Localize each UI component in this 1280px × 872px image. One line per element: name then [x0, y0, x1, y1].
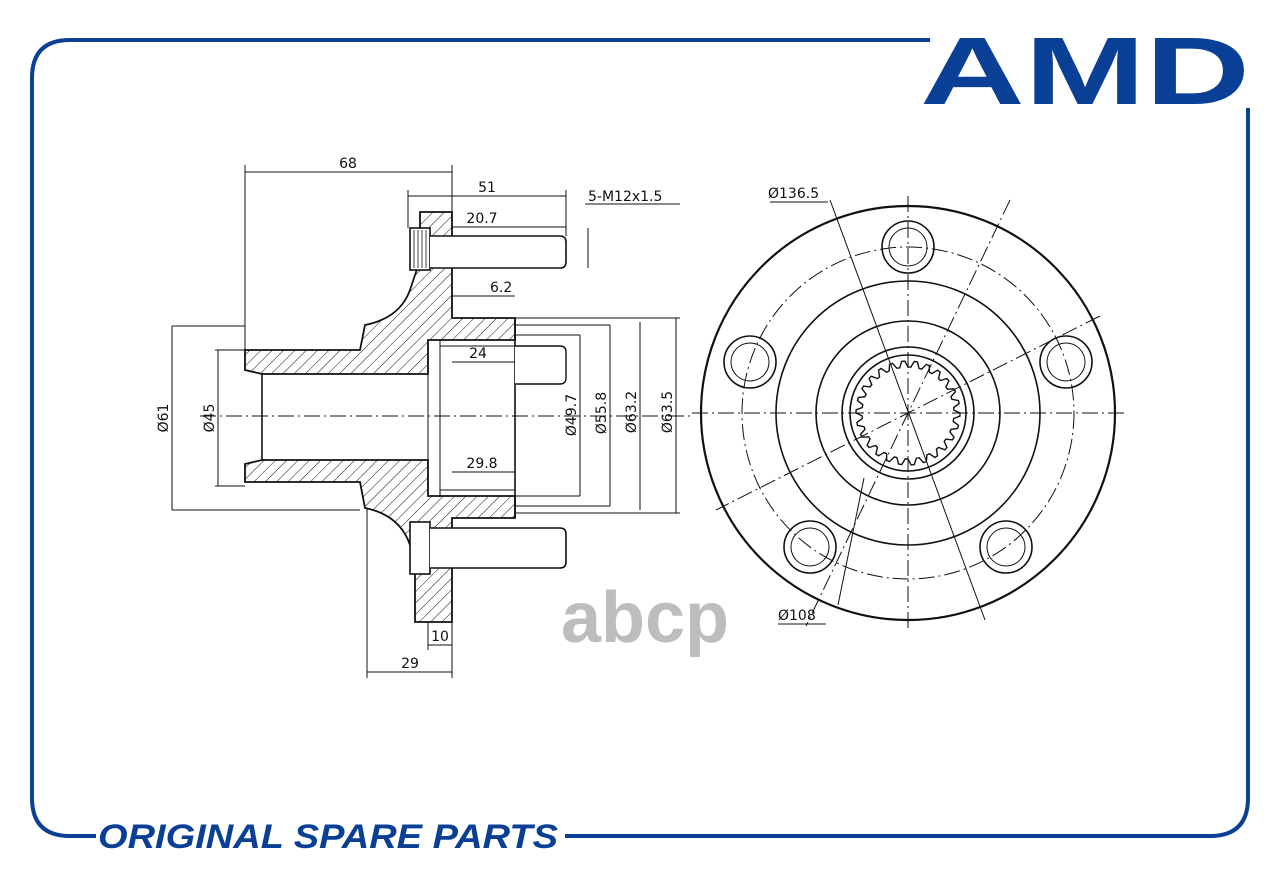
side-section-view: 68 51 5-M12x1.5 20.7 6.2 24 29.8 Ø61 Ø45…: [156, 156, 690, 678]
dim-51: 51: [478, 180, 496, 196]
wheel-stud-upper: [409, 227, 431, 271]
dim-d49-7: Ø49.7: [564, 394, 580, 436]
svg-text:AMD: AMD: [920, 18, 1250, 125]
dim-24: 24: [469, 346, 487, 362]
bolt-hole: [1039, 335, 1093, 389]
bolt-holes: [723, 220, 1093, 574]
bolt-hole: [783, 520, 837, 574]
bolt-hole: [979, 520, 1033, 574]
front-view: Ø136.5 Ø108: [692, 186, 1124, 630]
brand-logo: AMD: [920, 18, 1250, 125]
wheel-stud-lower: [409, 521, 431, 575]
dim-6-2: 6.2: [490, 280, 512, 296]
dim-d45: Ø45: [202, 404, 218, 433]
dim-d136-5: Ø136.5: [768, 186, 819, 202]
dim-d63-5: Ø63.5: [660, 391, 676, 433]
watermark-text: abcp: [561, 578, 729, 658]
dim-29: 29: [401, 656, 419, 672]
dim-20-7: 20.7: [466, 211, 497, 227]
slogan-text: ORIGINAL SPARE PARTS: [98, 818, 558, 856]
dim-10: 10: [431, 629, 449, 645]
dim-d55-8: Ø55.8: [594, 392, 610, 434]
dim-29-8: 29.8: [466, 456, 497, 472]
dim-68: 68: [339, 156, 357, 172]
bolt-hole: [723, 335, 777, 389]
dim-stud-spec: 5-M12x1.5: [588, 189, 662, 205]
border-frame: [30, 38, 1250, 838]
dim-d108: Ø108: [778, 608, 816, 624]
dim-d63-2: Ø63.2: [624, 391, 640, 433]
dim-d61: Ø61: [156, 404, 172, 433]
